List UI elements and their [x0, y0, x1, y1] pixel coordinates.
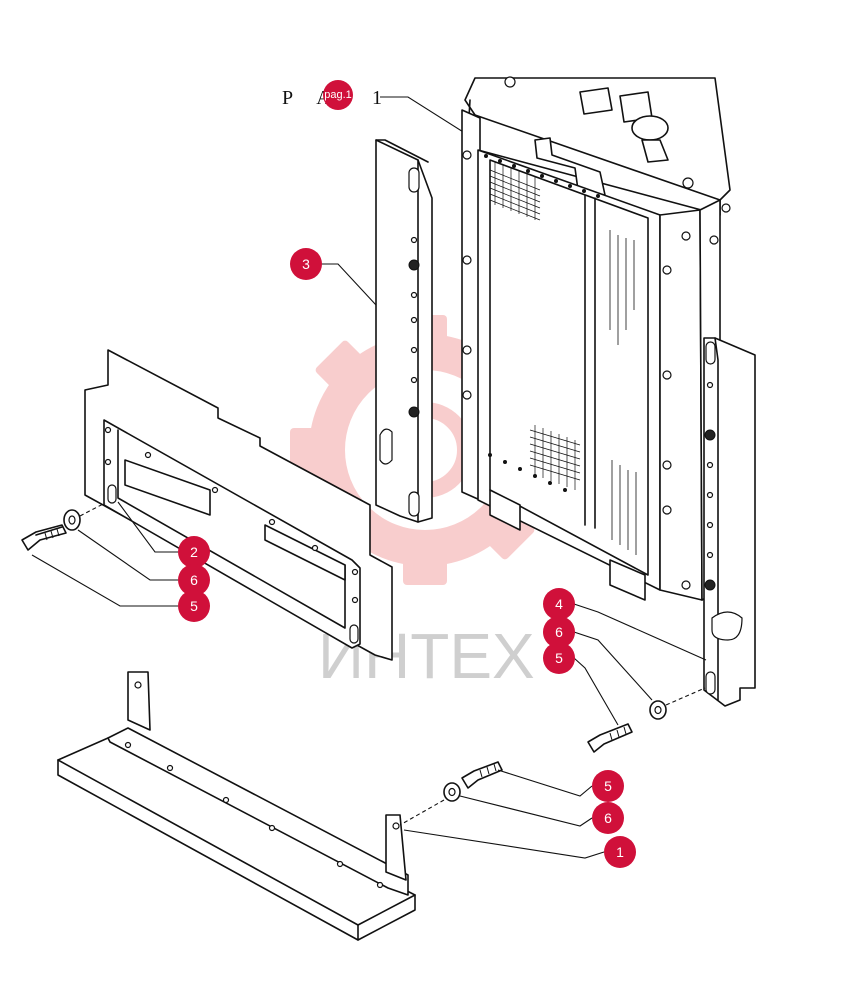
side-bar-left — [375, 139, 433, 523]
callout-5-bottom-label: 5 — [604, 778, 612, 794]
bolt-right-upper — [587, 723, 633, 753]
washer-right — [649, 687, 706, 720]
washer-left — [63, 502, 106, 531]
radiator-assembly — [461, 76, 731, 601]
callout-2-label: 2 — [190, 544, 198, 560]
callout-6-right: 6 — [543, 616, 575, 648]
callout-1: 1 — [604, 836, 636, 868]
washer-bottom — [399, 782, 461, 826]
bolt-bottom — [461, 761, 503, 789]
callout-5-left: 5 — [178, 590, 210, 622]
callout-6-left: 6 — [178, 564, 210, 596]
bottom-bracket — [57, 671, 416, 941]
seal-plate — [84, 349, 393, 661]
leader-lines — [31, 263, 707, 859]
callout-6-left-label: 6 — [190, 572, 198, 588]
reference-prefix: P A — [282, 87, 341, 109]
callout-6-bottom: 6 — [592, 802, 624, 834]
callout-5-left-label: 5 — [190, 598, 198, 614]
callout-6-right-label: 6 — [555, 624, 563, 640]
callout-6-bottom-label: 6 — [604, 810, 612, 826]
callout-3-label: 3 — [302, 256, 310, 272]
callout-5-right-label: 5 — [555, 650, 563, 666]
reference-badge: pag.1 — [324, 89, 352, 101]
callout-4: 4 — [543, 588, 575, 620]
callout-3: 3 — [290, 248, 322, 280]
callout-1-label: 1 — [616, 844, 624, 860]
callout-4-label: 4 — [555, 596, 563, 612]
side-bar-right — [703, 337, 756, 707]
callout-5-right: 5 — [543, 642, 575, 674]
reference-suffix: 1 — [372, 87, 392, 109]
reference-label: P A pag.1 1 — [282, 80, 469, 136]
callout-5-bottom: 5 — [592, 770, 624, 802]
callout-2: 2 — [178, 536, 210, 568]
bolt-left — [21, 524, 67, 551]
